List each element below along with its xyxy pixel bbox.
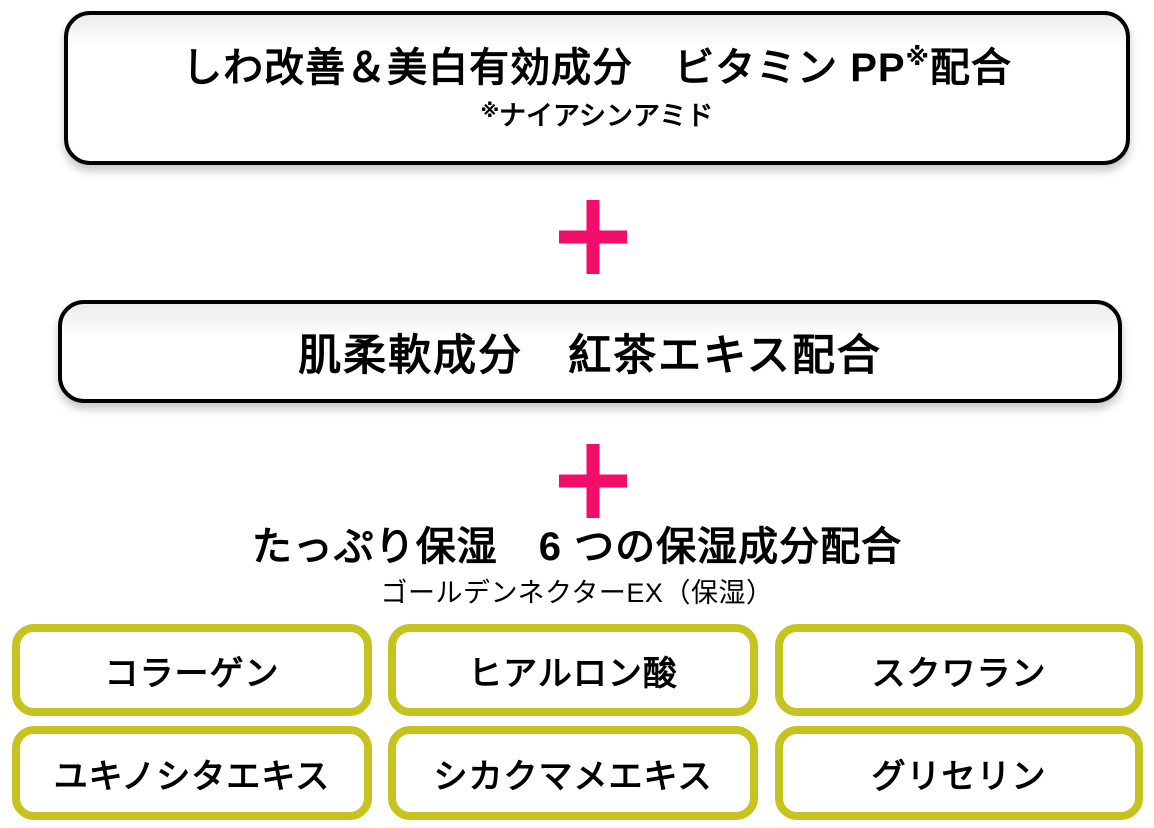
tea-extract-heading: 肌柔軟成分 紅茶エキス配合 [298, 331, 882, 380]
niacinamide-note: ※ナイアシンアミド [480, 100, 714, 132]
ingredient-box-collagen: コラーゲン [12, 624, 372, 716]
ingredient-box-saxifraga-extract: ユキノシタエキス [12, 726, 372, 820]
vitamin-pp-heading: しわ改善＆美白有効成分 ビタミン PP※配合 [182, 43, 1012, 90]
vitamin-pp-heading-suffix: 配合 [929, 45, 1012, 90]
ingredient-box-winged-bean-extract: シカクマメエキス [388, 726, 758, 820]
moisture-section-subtitle: ゴールデンネクターEX（保湿） [380, 578, 774, 608]
plus-icon [559, 200, 627, 274]
reference-mark: ※ [905, 43, 930, 71]
ingredient-box-glycerin: グリセリン [775, 726, 1143, 820]
vitamin-pp-box: しわ改善＆美白有効成分 ビタミン PP※配合 ※ナイアシンアミド [64, 11, 1130, 165]
plus-icon [559, 444, 627, 518]
tea-extract-box: 肌柔軟成分 紅茶エキス配合 [58, 300, 1122, 403]
ingredient-box-hyaluronic-acid: ヒアルロン酸 [388, 624, 758, 716]
reference-mark: ※ [480, 100, 500, 122]
niacinamide-note-text: ナイアシンアミド [499, 100, 714, 131]
vitamin-pp-heading-text: しわ改善＆美白有効成分 ビタミン PP [182, 45, 906, 90]
ingredient-box-squalane: スクワラン [775, 624, 1143, 716]
moisture-section-title: たっぷり保湿 6 つの保湿成分配合 [251, 525, 903, 569]
